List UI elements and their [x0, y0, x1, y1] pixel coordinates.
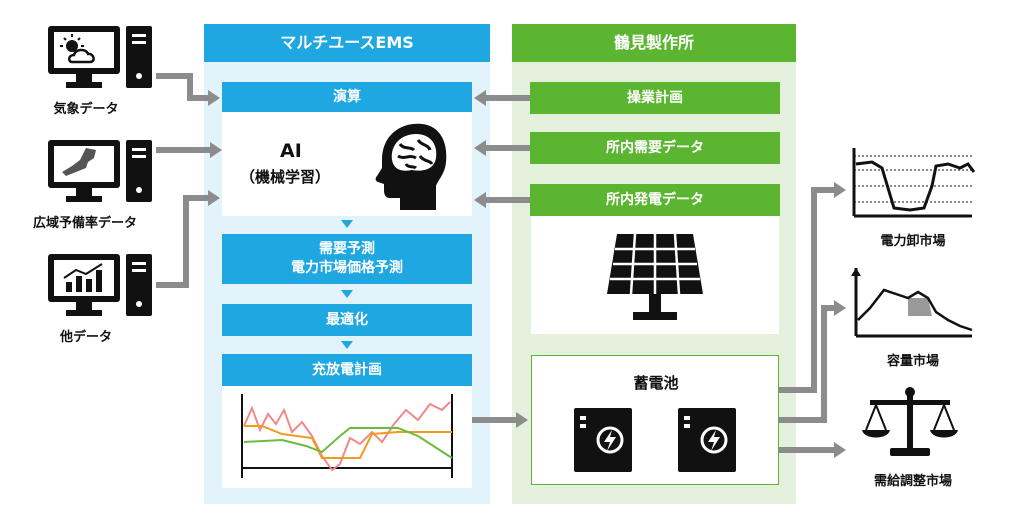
ops-plan-box: 操業計画 — [530, 82, 780, 114]
solar-panel-icon — [605, 230, 705, 324]
forecast-line1: 需要予測 — [319, 241, 375, 257]
price-line — [243, 401, 451, 472]
forecast-line2: 電力市場価格予測 — [291, 260, 403, 276]
balancing-label: 需給調整市場 — [873, 474, 952, 489]
plan-line-green — [243, 427, 453, 459]
compute-label: 演算 — [222, 82, 472, 112]
battery-unit-2-icon — [676, 406, 738, 474]
capacity-chart-icon — [848, 268, 976, 340]
ai-box: AI （機械学習） — [222, 112, 472, 216]
reserve-computer-icon — [46, 138, 156, 208]
ai-subtitle: （機械学習） — [240, 168, 331, 186]
battery-unit-1-icon — [572, 406, 634, 474]
ems-title: マルチユースEMS — [204, 24, 490, 62]
weather-computer-icon — [46, 24, 156, 94]
plan-chart-box — [222, 386, 472, 488]
battery-box: 蓄電池 — [531, 355, 779, 485]
wholesale-label: 電力卸市場 — [880, 234, 946, 249]
brain-head-icon — [370, 120, 450, 212]
other-computer-icon — [46, 252, 156, 322]
solar-box — [531, 216, 779, 334]
other-label: 他データ — [59, 330, 112, 345]
capacity-label: 容量市場 — [886, 354, 939, 369]
wholesale-chart-icon — [848, 146, 976, 220]
gen-data-box: 所内発電データ — [530, 184, 780, 216]
weather-label: 気象データ — [53, 102, 119, 117]
charge-plan-chart — [241, 394, 453, 478]
down-arrow-1 — [341, 220, 353, 228]
down-arrow-3 — [341, 341, 353, 349]
demand-data-box: 所内需要データ — [530, 132, 780, 164]
reserve-label: 広域予備率データ — [32, 216, 137, 231]
optimize-box: 最適化 — [222, 304, 472, 336]
plant-title: 鶴見製作所 — [512, 24, 796, 62]
ai-title: AI — [280, 140, 302, 162]
plan-line-orange — [244, 425, 452, 459]
forecast-box: 需要予測 電力市場価格予測 — [222, 234, 472, 284]
plan-label: 充放電計画 — [222, 354, 472, 386]
battery-label: 蓄電池 — [633, 374, 679, 392]
down-arrow-2 — [341, 290, 353, 298]
balance-scale-icon — [860, 386, 960, 462]
